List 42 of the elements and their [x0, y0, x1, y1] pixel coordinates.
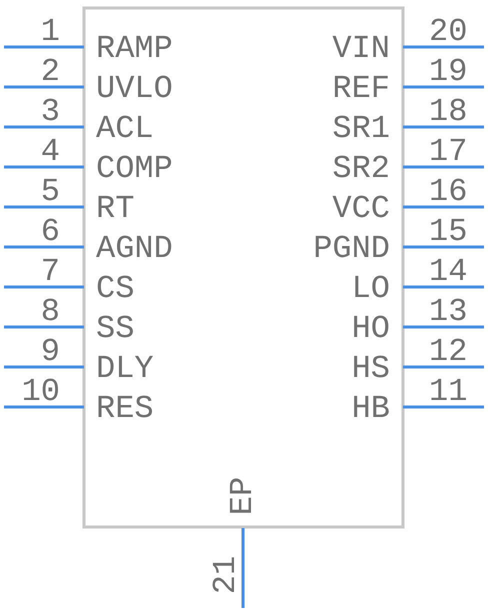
- pin-name: HS: [352, 353, 390, 385]
- pin-name: VCC: [332, 193, 390, 225]
- pin-name: SR2: [332, 153, 390, 185]
- pin-number: 12: [429, 336, 468, 368]
- pin-number: 21: [210, 556, 242, 594]
- pin-number: 7: [40, 256, 60, 288]
- pin-number: 20: [429, 16, 468, 48]
- pin-name: COMP: [96, 153, 173, 185]
- pin-number: 15: [429, 216, 468, 248]
- pin-name: EP: [227, 476, 260, 516]
- pin-name: LO: [352, 273, 390, 305]
- pin-name: REF: [332, 73, 390, 105]
- pin-number: 16: [429, 176, 468, 208]
- pin-number: 10: [22, 376, 60, 408]
- pin-number: 14: [429, 256, 468, 288]
- pin-number: 6: [40, 216, 60, 248]
- pin-name: UVLO: [96, 73, 173, 105]
- pin-name: HB: [352, 393, 390, 425]
- pin-name: CS: [96, 273, 134, 305]
- pin-name: SR1: [332, 113, 390, 145]
- pin-number: 17: [429, 136, 468, 168]
- pin-number: 9: [40, 336, 60, 368]
- pin-number: 18: [429, 96, 468, 128]
- pin-name: AGND: [96, 233, 173, 265]
- pin-name: SS: [96, 313, 134, 345]
- pin-name: PGND: [313, 233, 390, 265]
- pin-name: DLY: [96, 353, 154, 385]
- pin-name: HO: [352, 313, 390, 345]
- pin-number: 19: [429, 56, 468, 88]
- pin-name: RES: [96, 393, 154, 425]
- pin-number: 5: [40, 176, 60, 208]
- pin-number: 3: [40, 96, 60, 128]
- pin-name: RAMP: [96, 33, 173, 65]
- pin-number: 8: [40, 296, 60, 328]
- pin-number: 2: [40, 56, 60, 88]
- pin-name: ACL: [96, 113, 154, 145]
- pin-number: 11: [429, 376, 468, 408]
- pin-number: 13: [429, 296, 468, 328]
- pin-number: 1: [40, 16, 60, 48]
- pin-number: 4: [40, 136, 60, 168]
- pin-name: RT: [96, 193, 134, 225]
- pin-name: VIN: [332, 33, 390, 65]
